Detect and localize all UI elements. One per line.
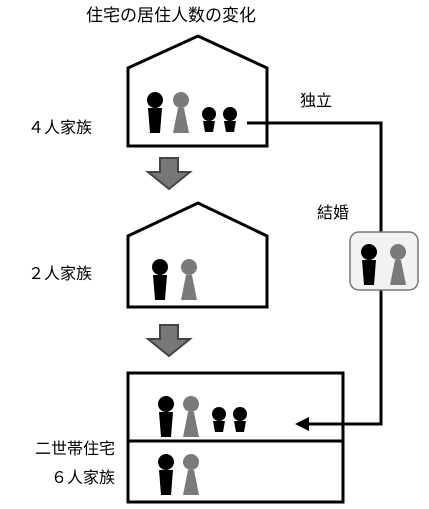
couple-box [349, 231, 419, 291]
diagram-title: 住宅の居住人数の変化 [86, 6, 256, 26]
down-arrow-icon [147, 157, 191, 190]
house-2 [126, 201, 269, 309]
duplex-label-line2: ６人家族 [50, 468, 115, 487]
arrow-head [295, 417, 309, 431]
house-2-label: ２人家族 [28, 264, 93, 283]
duplex-label-line1: 二世帯住宅 [34, 439, 115, 458]
marriage-label: 結婚 [317, 203, 350, 222]
house-1-label: ４人家族 [28, 118, 93, 137]
house-1 [126, 34, 269, 148]
independence-label: 独立 [300, 91, 333, 110]
down-arrow-icon [147, 324, 191, 357]
duplex-house [126, 371, 345, 504]
